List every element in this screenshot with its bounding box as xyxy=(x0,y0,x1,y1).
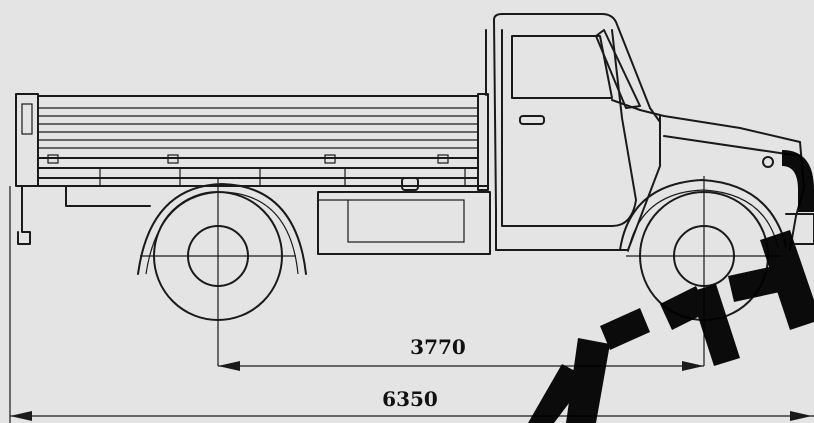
watermark-logo xyxy=(528,150,814,423)
cargo-bed xyxy=(15,29,489,245)
rear-wheel xyxy=(137,178,307,366)
wheelbase-dimension: 3770 xyxy=(218,335,704,371)
overall-length-dimension: 6350 xyxy=(9,186,814,423)
cab xyxy=(493,13,814,253)
fuel-tank xyxy=(317,177,491,255)
overall-length-label: 6350 xyxy=(382,387,438,411)
wheelbase-label: 3770 xyxy=(410,335,466,359)
